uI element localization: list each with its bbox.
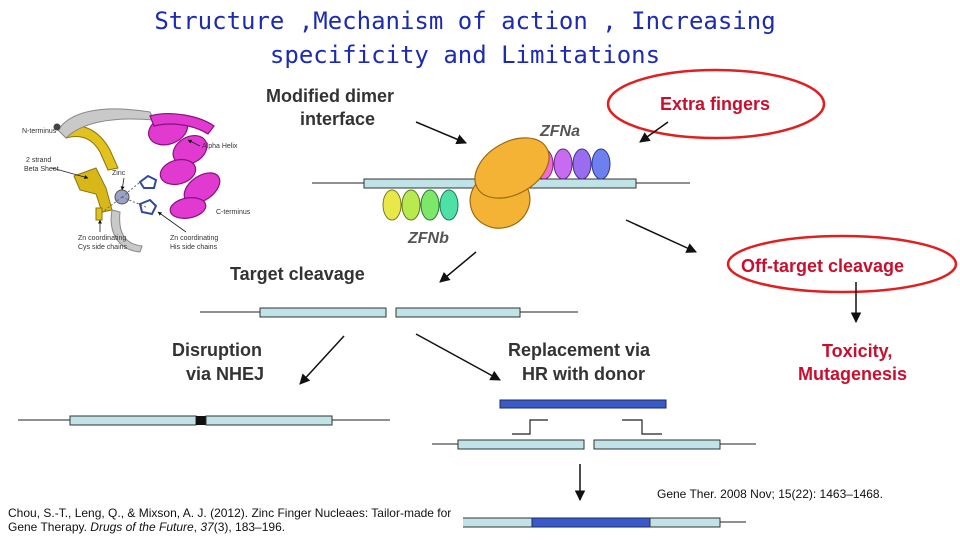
label-replacement: Replacement via bbox=[508, 340, 651, 360]
zfn-dimer-on-dna bbox=[312, 137, 690, 229]
alpha-helix bbox=[148, 113, 221, 219]
highlight-off-target bbox=[726, 234, 958, 294]
label-alpha-helix: Alpha Helix bbox=[202, 143, 238, 150]
title-line-2: specificity and Limitations bbox=[269, 41, 661, 69]
label-toxicity: Toxicity, bbox=[822, 341, 892, 361]
zfna-finger-2 bbox=[553, 148, 573, 180]
donor-dna bbox=[499, 399, 667, 409]
hr-donor-template bbox=[432, 399, 756, 450]
his-side-chain-2 bbox=[138, 174, 158, 189]
label-modified-dimer: Modified dimer bbox=[266, 86, 394, 106]
indel-mutation bbox=[196, 416, 206, 425]
label-zfna: ZFNa bbox=[539, 123, 580, 140]
label-hr-with-donor: HR with donor bbox=[522, 364, 645, 384]
hr-repaired-dna bbox=[432, 517, 746, 528]
backbone-coil-2 bbox=[110, 209, 143, 253]
zinc-finger-structure: N-terminus 2 strand Beta Sheet Zinc Alph… bbox=[22, 108, 251, 253]
reference-chou-pages: (3), 183–196. bbox=[213, 520, 286, 534]
reference-gene-ther: Gene Ther. 2008 Nov; 15(22): 1463–1468. bbox=[657, 487, 883, 501]
label-zn-cys-2: Cys side chains bbox=[78, 244, 128, 251]
label-zn-his-2: His side chains bbox=[170, 244, 218, 251]
label-n-terminus: N-terminus bbox=[22, 128, 57, 135]
label-interface: interface bbox=[300, 109, 375, 129]
nhej-repaired-dna bbox=[18, 415, 390, 426]
label-via-nhej: via NHEJ bbox=[186, 364, 264, 384]
label-beta-sheet: Beta Sheet bbox=[24, 166, 59, 173]
his-side-chain bbox=[138, 198, 158, 216]
cleaved-dna bbox=[200, 307, 578, 318]
reference-chou: Chou, S.-T., Leng, Q., & Mixson, A. J. (… bbox=[8, 506, 463, 534]
title-line-1: Structure ,Mechanism of action , Increas… bbox=[154, 7, 776, 35]
zfnb-finger-4 bbox=[439, 189, 459, 221]
label-off-target: Off-target cleavage bbox=[741, 256, 904, 276]
label-zn-his-1: Zn coordinating bbox=[170, 235, 218, 242]
zfna-finger-4 bbox=[591, 148, 611, 180]
reference-chou-journal: Drugs of the Future bbox=[90, 520, 194, 534]
label-extra-fingers: Extra fingers bbox=[660, 94, 770, 114]
zfnb-finger-1 bbox=[382, 189, 402, 221]
zfna-finger-3 bbox=[572, 148, 592, 180]
label-zfnb: ZFNb bbox=[407, 230, 449, 247]
cys-side-chain bbox=[95, 207, 103, 221]
highlight-extra-fingers bbox=[606, 68, 826, 140]
label-c-terminus: C-terminus bbox=[216, 209, 251, 216]
foki-domain-a bbox=[474, 137, 550, 199]
label-zn-cys-1: Zn coordinating bbox=[78, 235, 126, 242]
zfnb-finger-2 bbox=[401, 189, 421, 221]
label-mutagenesis: Mutagenesis bbox=[798, 364, 907, 384]
beta-strand-2 bbox=[73, 167, 113, 213]
label-target-cleavage: Target cleavage bbox=[230, 264, 365, 284]
zfnb-finger-3 bbox=[420, 189, 440, 221]
label-2-strand: 2 strand bbox=[26, 157, 51, 164]
label-zinc: Zinc bbox=[112, 170, 126, 177]
slide-title: Structure ,Mechanism of action , Increas… bbox=[100, 4, 830, 72]
reference-chou-volume: 37 bbox=[200, 520, 214, 534]
inserted-donor-sequence bbox=[531, 517, 651, 528]
n-terminus-dot bbox=[53, 123, 61, 131]
reference-chou-text: Chou, S.-T., Leng, Q., & Mixson, A. J. (… bbox=[8, 506, 452, 534]
label-disruption: Disruption bbox=[172, 340, 262, 360]
